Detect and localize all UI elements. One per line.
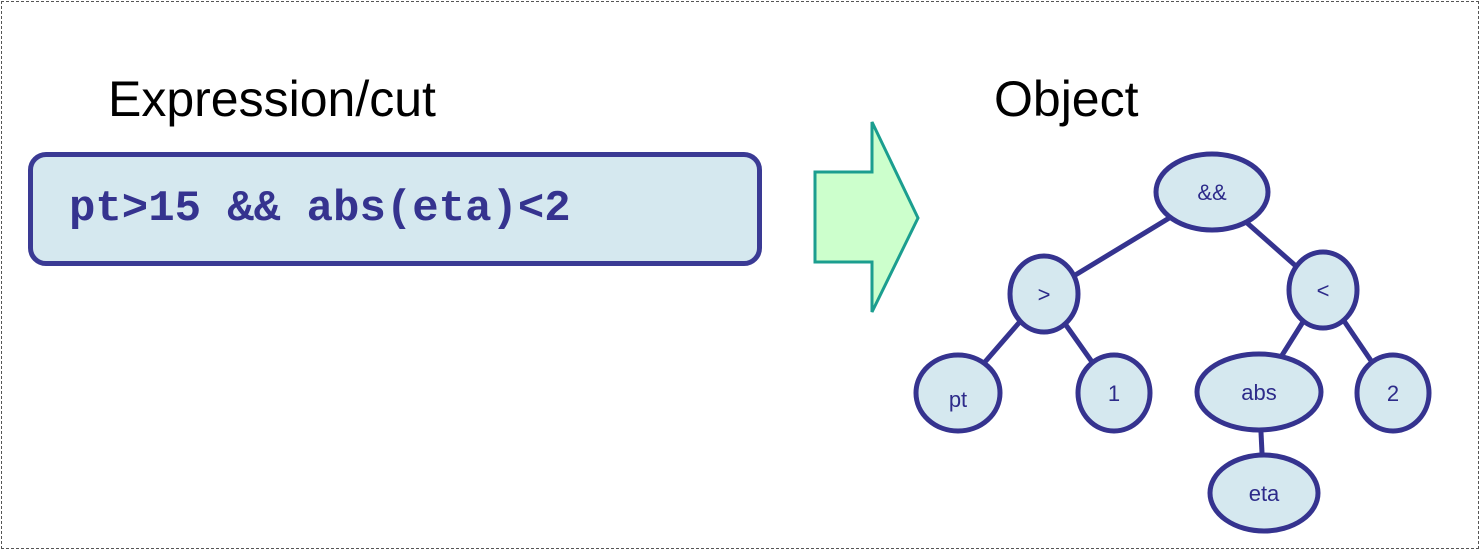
tree-node-ellipse bbox=[1207, 452, 1321, 534]
tree-node-ellipse bbox=[1153, 151, 1271, 233]
tree-node-ellipse bbox=[1075, 352, 1153, 434]
object-heading: Object bbox=[994, 71, 1139, 127]
tree-node-one: 1 bbox=[1075, 352, 1153, 434]
tree-node-lt: < bbox=[1286, 249, 1360, 331]
tree-node-label: && bbox=[1197, 180, 1227, 205]
tree-node-label: 2 bbox=[1387, 381, 1399, 406]
tree-node-ellipse bbox=[913, 352, 1003, 434]
tree-node-pt: pt bbox=[913, 352, 1003, 434]
transform-arrow bbox=[813, 121, 920, 313]
expression-heading: Expression/cut bbox=[108, 71, 436, 127]
tree-node-label: < bbox=[1317, 278, 1330, 303]
tree-node-ellipse bbox=[1354, 352, 1432, 434]
tree-node-label: pt bbox=[949, 387, 967, 412]
tree-node-and: && bbox=[1153, 151, 1271, 233]
tree-node-label: eta bbox=[1249, 481, 1280, 506]
tree-node-ellipse bbox=[1194, 351, 1324, 433]
tree-node-abs: abs bbox=[1194, 351, 1324, 433]
tree-node-label: abs bbox=[1241, 380, 1276, 405]
tree-node-eta: eta bbox=[1207, 452, 1321, 534]
expression-text: pt>15 && abs(eta)<2 bbox=[69, 184, 571, 234]
tree-node-label: > bbox=[1038, 282, 1051, 307]
tree-node-label: 1 bbox=[1108, 381, 1120, 406]
tree-node-ellipse bbox=[1286, 249, 1360, 331]
tree-node-ellipse bbox=[1007, 253, 1081, 335]
tree-node-two: 2 bbox=[1354, 352, 1432, 434]
tree-node-gt: > bbox=[1007, 253, 1081, 335]
expression-box: pt>15 && abs(eta)<2 bbox=[28, 152, 762, 266]
